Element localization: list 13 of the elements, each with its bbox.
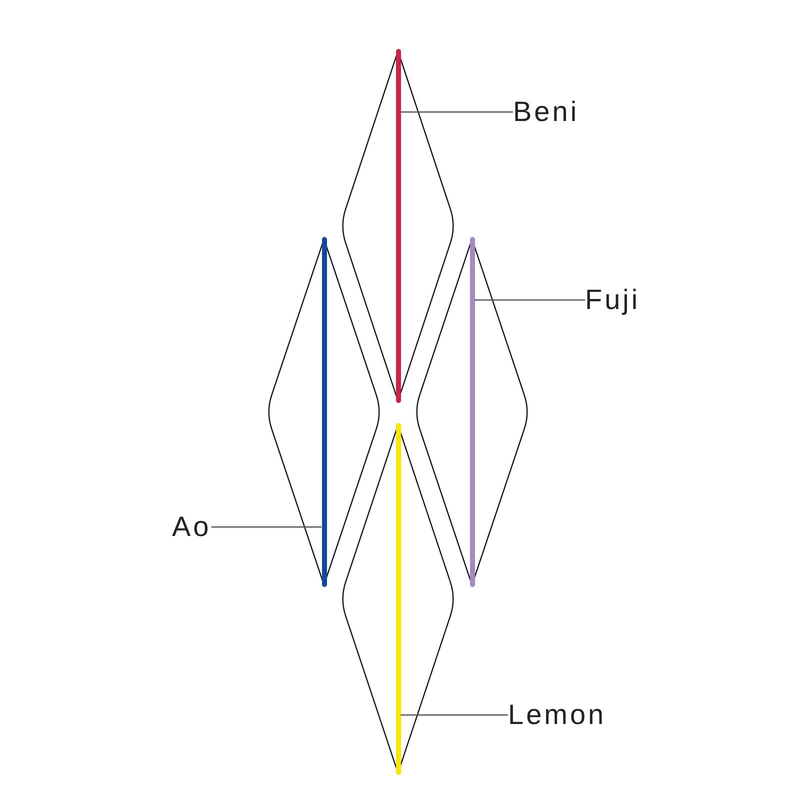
callout-label: Ao (172, 511, 212, 543)
leader-line (474, 299, 585, 301)
leader-line (211, 526, 322, 528)
callout-label: Fuji (585, 284, 640, 316)
vertical-bar (396, 423, 400, 775)
leader-line (400, 111, 513, 113)
callout-label: Lemon (508, 699, 606, 731)
vertical-bar (322, 237, 326, 587)
vertical-bar (470, 237, 474, 587)
callout-label: Beni (513, 96, 580, 128)
vertical-bar (396, 49, 400, 403)
leader-line (400, 714, 508, 716)
diamond-outline (339, 49, 457, 403)
